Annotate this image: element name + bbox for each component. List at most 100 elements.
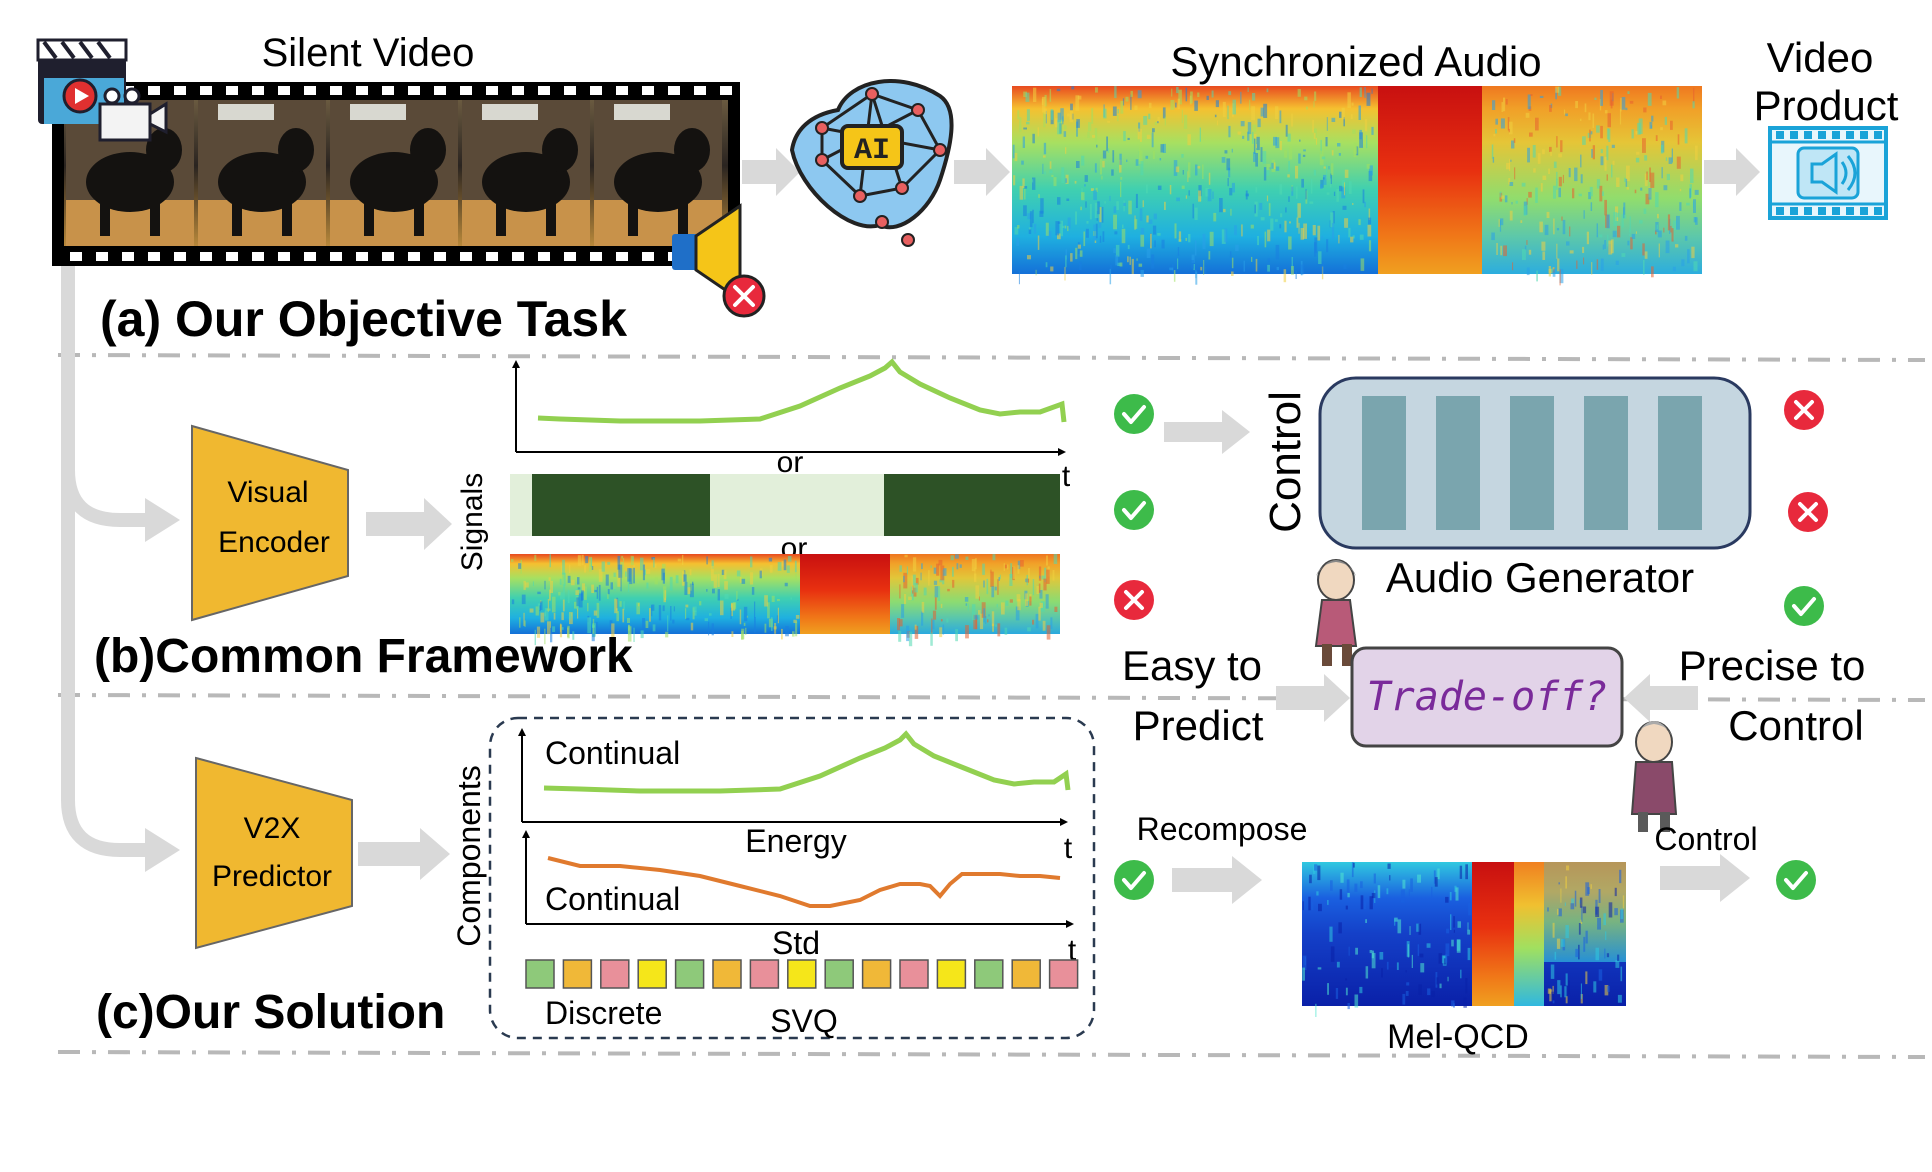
check-icon (1776, 860, 1816, 900)
v2x-predictor-block: V2X Predictor (195, 756, 353, 950)
film-frame (330, 100, 458, 246)
v2x-predictor-line1: V2X (244, 812, 301, 845)
v2x-predictor-line2: Predictor (212, 860, 332, 893)
check-icon (1114, 490, 1154, 530)
arrow-audio-to-product (1704, 148, 1760, 196)
film-frame (198, 100, 326, 246)
easy-to-predict-line1: Easy to (1122, 642, 1262, 689)
t-label-b: t (1062, 460, 1071, 493)
video-product-label-line1: Video (1767, 34, 1874, 81)
recompose-label: Recompose (1137, 811, 1308, 847)
discrete-token (824, 959, 854, 989)
discrete-token (974, 959, 1004, 989)
or-label-1: or (777, 446, 804, 479)
discrete-token (600, 959, 630, 989)
discrete-token (899, 959, 929, 989)
signal-curve-plot (512, 358, 1067, 456)
discrete-token (525, 959, 555, 989)
energy-plot (518, 728, 1071, 826)
check-icon (1114, 394, 1154, 434)
branch-arrow-c (145, 828, 180, 872)
discrete-label: Discrete (545, 995, 662, 1031)
signal-curve-line (537, 358, 1067, 424)
control-label-vertical: Control (1261, 391, 1310, 533)
t-label-c-2: t (1068, 934, 1077, 967)
section-c-title: (c)Our Solution (96, 986, 445, 1039)
arrow-easy-to-tradeoff (1276, 674, 1350, 722)
discrete-token (861, 959, 892, 989)
film-frames (66, 100, 722, 246)
arrow-precise-to-tradeoff (1624, 674, 1698, 722)
arrow-encoder-to-signals (366, 498, 452, 550)
section-b-title: (b)Common Framework (94, 630, 633, 683)
audio-generator-label: Audio Generator (1386, 554, 1694, 601)
discrete-token (1048, 959, 1079, 989)
discrete-token (637, 959, 667, 989)
ai-brain-icon: AI (789, 79, 954, 247)
divider-a-b (57, 353, 1926, 362)
synchronized-audio-spectrogram (1012, 86, 1702, 286)
video-product-icon (1768, 126, 1888, 220)
discrete-token (1011, 959, 1041, 989)
discrete-token (674, 959, 705, 989)
left-branch-connector (61, 262, 150, 857)
arrow-to-control (1164, 410, 1250, 454)
mel-qcd-spectrogram (1302, 862, 1626, 1017)
silent-video-label: Silent Video (262, 31, 475, 75)
discrete-token (936, 959, 967, 989)
std-label: Std (772, 925, 820, 961)
control-label-c: Control (1654, 821, 1757, 857)
check-icon (1114, 860, 1154, 900)
cross-icon (1788, 492, 1828, 532)
energy-label: Energy (745, 823, 846, 859)
continual-label-1: Continual (545, 735, 680, 771)
audio-generator-block (1318, 376, 1752, 550)
std-plot (522, 830, 1074, 928)
t-label-c-1: t (1064, 832, 1073, 865)
precise-to-control-line1: Precise to (1679, 642, 1866, 689)
mel-qcd-label: Mel-QCD (1387, 1018, 1529, 1056)
muted-speaker-icon (672, 203, 766, 318)
ai-badge-text: AI (854, 134, 890, 168)
clapperboard-icon (36, 38, 168, 142)
precise-to-control-line2: Control (1728, 702, 1863, 749)
binary-signal-bar (510, 474, 1060, 536)
svq-label: SVQ (770, 1003, 838, 1039)
discrete-token (712, 959, 742, 989)
cross-icon (1784, 390, 1824, 430)
components-dashed-box (488, 716, 1096, 1040)
branch-arrow-b (145, 498, 180, 542)
video-filmstrip (52, 82, 740, 266)
arrow-ai-to-audio (954, 148, 1010, 196)
check-icon (1784, 586, 1824, 626)
arrow-recompose-to-mel (1172, 856, 1262, 904)
divider-bottom (57, 1050, 1926, 1059)
discrete-token-row (525, 959, 1079, 989)
discrete-token (562, 959, 593, 989)
film-frame (594, 100, 722, 246)
continual-label-2: Continual (545, 881, 680, 917)
thinking-woman-icon (1314, 559, 1358, 666)
arrow-mel-to-control (1660, 854, 1750, 902)
easy-to-predict-line2: Predict (1133, 702, 1264, 749)
signal-spectrogram (510, 554, 1060, 647)
synchronized-audio-label: Synchronized Audio (1170, 38, 1541, 85)
discrete-token (787, 959, 817, 989)
film-frame (462, 100, 590, 246)
visual-encoder-block: Visual Encoder (191, 424, 349, 622)
visual-encoder-line2: Encoder (218, 526, 330, 559)
arrow-predictor-to-components (358, 828, 450, 880)
discrete-token (749, 959, 780, 989)
arrow-video-to-ai (742, 148, 800, 196)
tradeoff-label: Trade-off? (1367, 674, 1608, 720)
tradeoff-box: Trade-off? (1350, 646, 1624, 748)
components-label: Components (451, 765, 487, 946)
energy-curve-line (543, 730, 1071, 794)
visual-encoder-line1: Visual (227, 476, 308, 509)
video-product-label-line2: Product (1754, 82, 1899, 129)
cross-icon (1114, 580, 1154, 620)
signals-label: Signals (456, 473, 489, 571)
section-a-title: (a) Our Objective Task (100, 291, 627, 347)
